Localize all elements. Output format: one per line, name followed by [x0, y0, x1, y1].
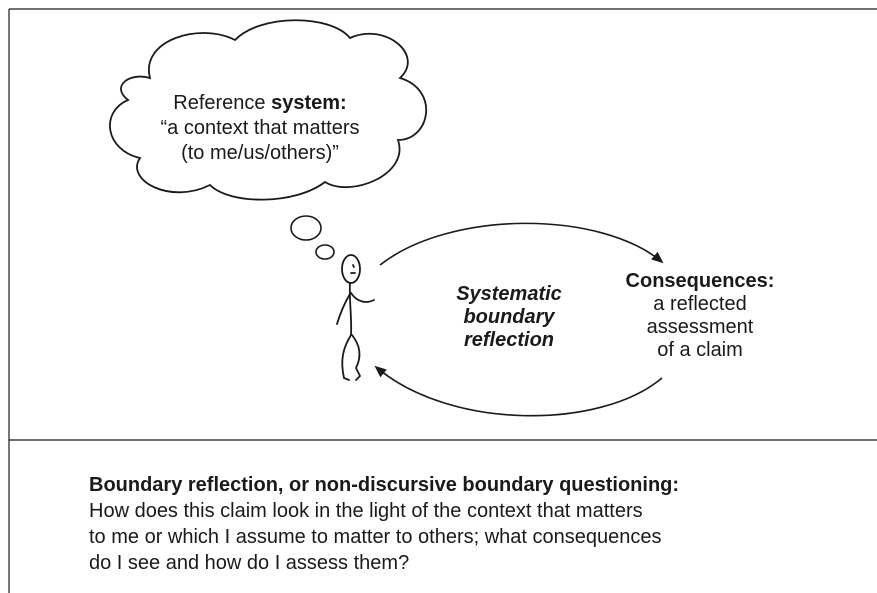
- thought-bubble-large: [290, 215, 322, 241]
- arrow-to-consequences: [379, 222, 664, 266]
- consequences-line-3: of a claim: [657, 339, 743, 361]
- stick-figure-head: [341, 254, 361, 284]
- arrow-to-person: [374, 365, 663, 417]
- stick-figure-leg-left: [341, 334, 352, 381]
- thought-cloud-keyword: system:: [271, 92, 347, 114]
- caption-line-1: How does this claim look in the light of…: [89, 500, 643, 522]
- stick-figure-body: [348, 282, 353, 336]
- thought-cloud-prefix: Reference: [173, 92, 272, 114]
- stick-figure-leg-right: [351, 334, 361, 381]
- stick-figure-arm-right: [350, 292, 375, 303]
- thought-cloud-line-1: Reference system:: [125, 91, 395, 116]
- thought-cloud: [109, 19, 427, 201]
- caption-line-2: to me or which I assume to matter to oth…: [89, 526, 662, 548]
- thought-cloud-text: Reference system: “a context that matter…: [125, 91, 395, 166]
- cycle-label-line-2: boundary: [463, 306, 555, 328]
- cycle-label: Systematic boundary reflection: [424, 283, 594, 352]
- cycle-label-line-3: reflection: [463, 329, 555, 351]
- caption-heading: Boundary reflection, or non-discursive b…: [89, 474, 680, 496]
- stick-figure-arm-left: [336, 293, 351, 325]
- thought-cloud-line-2: “a context that matters: [160, 117, 360, 139]
- stick-figure: [336, 254, 375, 381]
- consequences-block: Consequences: a reflected assessment of …: [600, 270, 800, 362]
- thought-bubble-medium: [315, 244, 335, 260]
- caption-line-3: do I see and how do I assess them?: [89, 552, 410, 574]
- consequences-line-1: a reflected: [653, 293, 747, 315]
- thought-cloud-line-3: (to me/us/others)”: [181, 142, 339, 164]
- caption: Boundary reflection, or non-discursive b…: [89, 472, 849, 576]
- consequences-line-2: assessment: [646, 316, 754, 338]
- cycle-label-line-1: Systematic: [456, 283, 562, 305]
- consequences-title: Consequences:: [625, 270, 775, 292]
- stick-figure-face: [350, 264, 356, 274]
